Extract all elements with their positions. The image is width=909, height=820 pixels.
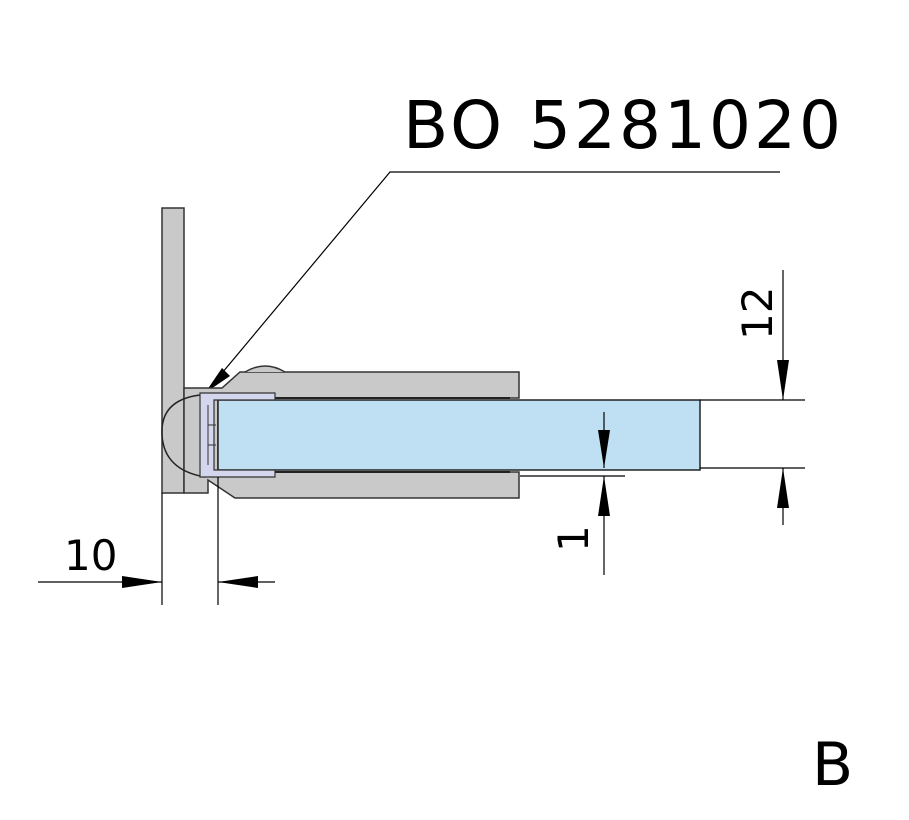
leader-arrow bbox=[205, 368, 230, 393]
seal-profile bbox=[199, 392, 276, 478]
part-number-label: BO 5281020 bbox=[403, 87, 844, 164]
dimension-10-label: 10 bbox=[64, 531, 117, 580]
leader-line bbox=[211, 171, 780, 386]
view-label: B bbox=[812, 730, 853, 800]
glass-panel bbox=[217, 399, 701, 471]
dimension-12-label: 12 bbox=[733, 287, 782, 340]
wall-profile bbox=[161, 207, 185, 494]
dimension-10 bbox=[38, 477, 275, 605]
dimension-12 bbox=[700, 270, 805, 525]
dimension-1 bbox=[520, 412, 625, 575]
clamp-screw bbox=[244, 365, 286, 373]
seal-bulb bbox=[161, 394, 206, 478]
dimension-1-label: 1 bbox=[549, 525, 598, 552]
